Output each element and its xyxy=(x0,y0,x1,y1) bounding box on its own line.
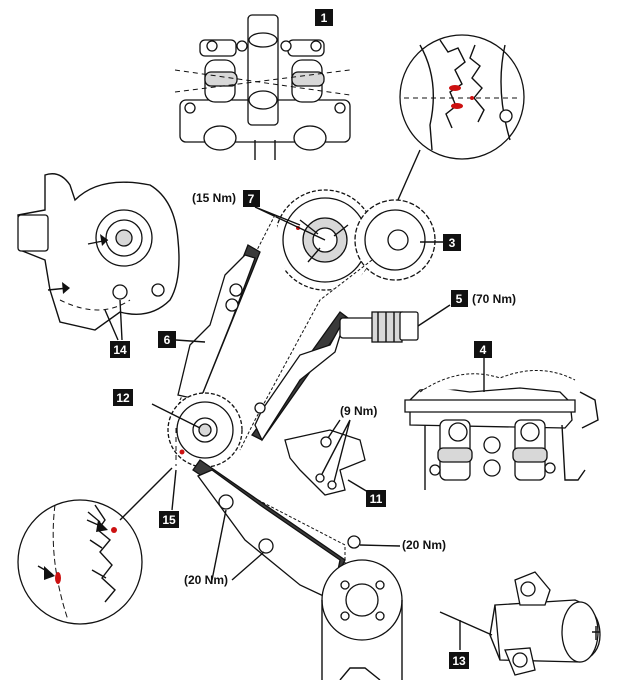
lower-guide-rail xyxy=(192,459,401,601)
torque-label-20-left: (20 Nm) xyxy=(184,573,228,587)
camshaft-assembly xyxy=(174,14,351,160)
callout-1-number: 1 xyxy=(321,11,328,25)
torque-label-5: (70 Nm) xyxy=(472,292,516,306)
torque-label-7: (15 Nm) xyxy=(192,191,236,205)
torque-label-9: (9 Nm) xyxy=(340,404,377,418)
zoom-detail-crank-sprocket-marks xyxy=(17,467,177,625)
torque-label-20-right: (20 Nm) xyxy=(402,538,446,552)
callout-14-number: 14 xyxy=(113,343,127,357)
callout-6-box xyxy=(158,331,176,348)
callout-11-box xyxy=(113,389,133,406)
tensioner-tool xyxy=(439,571,601,676)
intermediate-gear xyxy=(354,199,436,281)
callout-15-box xyxy=(159,511,179,528)
zoom-detail-cam-marks xyxy=(389,34,525,219)
crank-sprocket xyxy=(151,392,243,468)
callout-3-number: 3 xyxy=(449,236,456,250)
callout-11-number: 12 xyxy=(116,391,130,405)
tensioner-bolt xyxy=(339,304,451,343)
callout-5-number: 5 xyxy=(456,292,463,306)
callout-4-number: 4 xyxy=(480,343,487,357)
callout-5-box xyxy=(451,290,468,307)
callout-13-number: 13 xyxy=(452,654,466,668)
zoom-detail-crank-marks xyxy=(17,173,180,341)
oil-pump-bracket xyxy=(284,419,369,496)
callout-3-box xyxy=(443,234,461,251)
callout-13-box xyxy=(449,652,469,669)
lower-sprocket xyxy=(321,559,403,680)
callout-14-box xyxy=(110,341,130,358)
callout-12-box xyxy=(366,490,386,507)
guide-rail-right xyxy=(251,311,349,442)
cam-adjuster-view xyxy=(404,358,599,490)
callout-15-number: 15 xyxy=(162,513,176,527)
callout-7-box xyxy=(243,190,260,207)
callout-1-box xyxy=(315,9,333,26)
callout-12-number: 11 xyxy=(370,492,383,506)
callout-7-number: 7 xyxy=(248,192,255,206)
callout-4-box xyxy=(474,341,492,358)
callout-6-number: 6 xyxy=(164,333,171,347)
